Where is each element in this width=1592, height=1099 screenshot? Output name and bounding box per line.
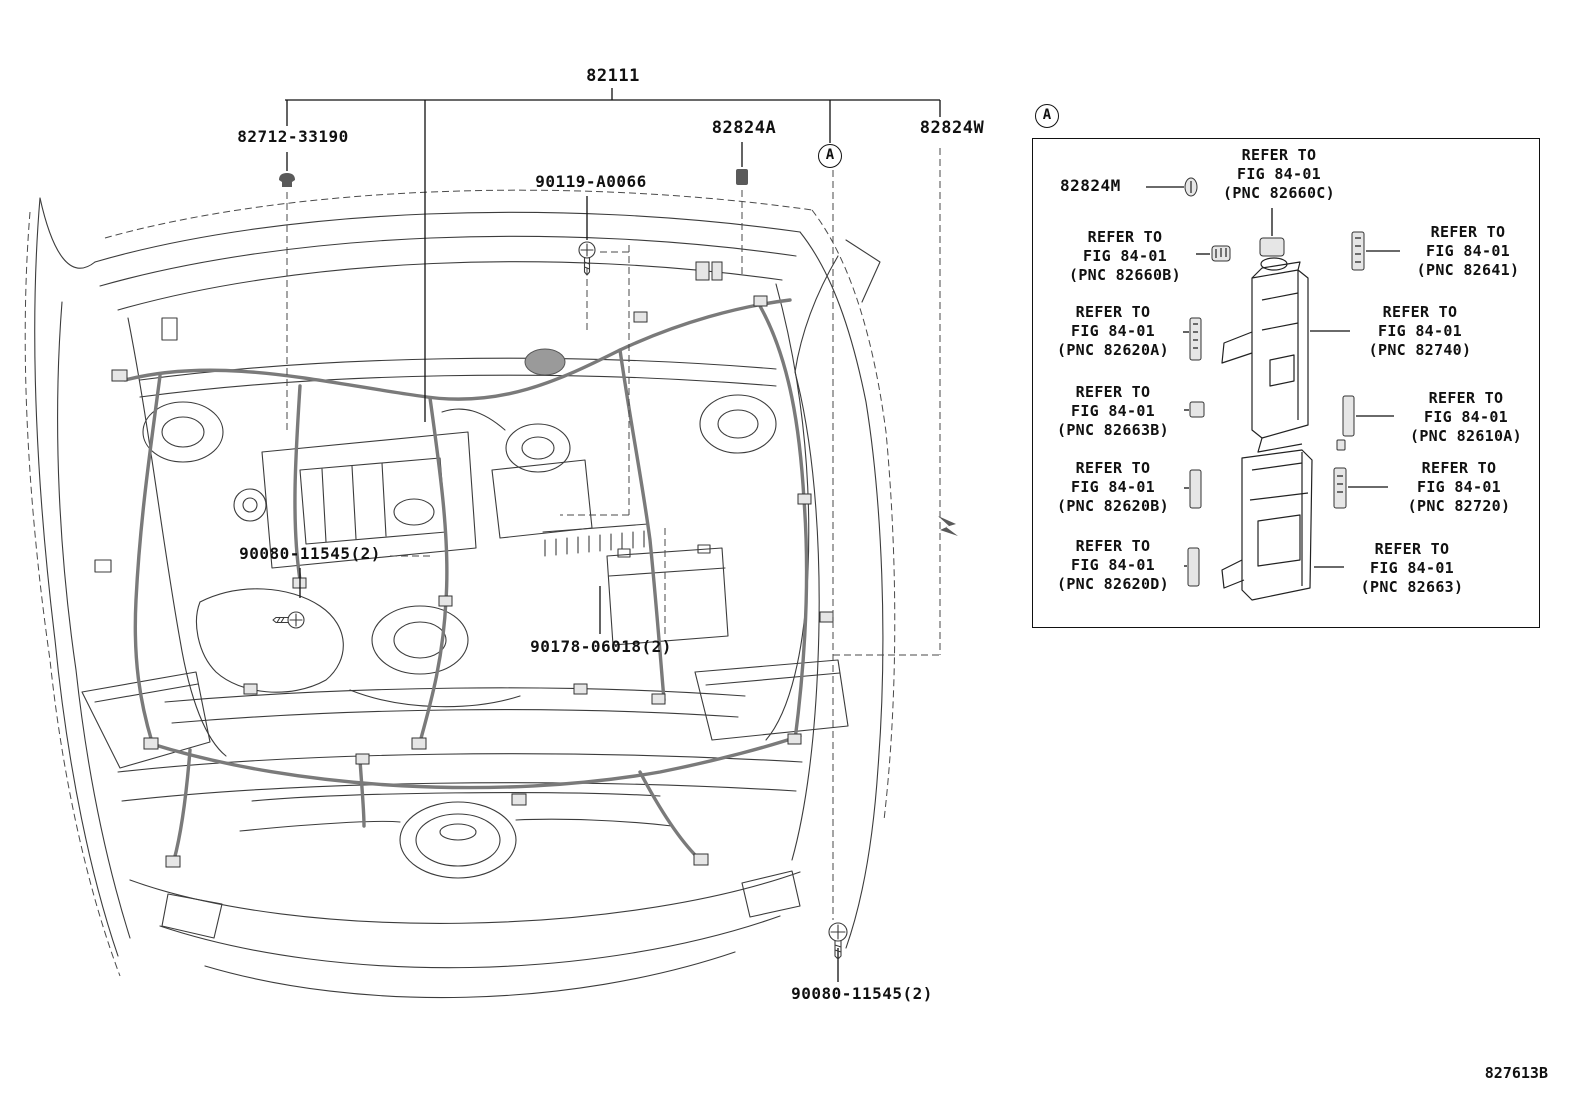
refer-line: (PNC 82720) <box>1407 497 1511 515</box>
car-body-outline <box>24 189 896 977</box>
detail-junction-block-art <box>1221 257 1313 601</box>
refer-line: FIG 84-01 <box>1417 478 1501 496</box>
refer-line: FIG 84-01 <box>1071 322 1155 340</box>
refer-line: FIG 84-01 <box>1370 559 1454 577</box>
detail-leader-lines <box>1146 186 1400 568</box>
refer-note-pnc-82641[interactable]: REFER TO FIG 84-01 (PNC 82641) <box>1402 223 1534 280</box>
refer-line: REFER TO <box>1241 146 1317 164</box>
detail-panel-box <box>1032 138 1540 628</box>
part-label-82111[interactable]: 82111 <box>586 66 640 86</box>
refer-line: FIG 84-01 <box>1071 478 1155 496</box>
refer-line: (PNC 82740) <box>1368 341 1472 359</box>
strut-towers <box>94 317 777 573</box>
refer-line: FIG 84-01 <box>1083 247 1167 265</box>
refer-line: (PNC 82641) <box>1416 261 1520 279</box>
refer-line: REFER TO <box>1428 389 1504 407</box>
refer-note-pnc-82610a[interactable]: REFER TO FIG 84-01 (PNC 82610A) <box>1396 389 1536 446</box>
refer-line: REFER TO <box>1374 540 1450 558</box>
clip-icon <box>938 516 958 536</box>
refer-line: FIG 84-01 <box>1237 165 1321 183</box>
refer-note-pnc-82663b[interactable]: REFER TO FIG 84-01 (PNC 82663B) <box>1044 383 1182 440</box>
wiring-harness-art <box>123 298 809 862</box>
refer-line: FIG 84-01 <box>1071 556 1155 574</box>
refer-line: FIG 84-01 <box>1426 242 1510 260</box>
refer-note-pnc-82660b[interactable]: REFER TO FIG 84-01 (PNC 82660B) <box>1056 228 1194 285</box>
refer-note-pnc-82620b[interactable]: REFER TO FIG 84-01 (PNC 82620B) <box>1044 459 1182 516</box>
refer-line: (PNC 82660B) <box>1069 266 1181 284</box>
front-end-art <box>81 659 849 999</box>
screw-icon-90119 <box>578 241 596 276</box>
refer-note-pnc-82660c[interactable]: REFER TO FIG 84-01 (PNC 82660C) <box>1203 146 1355 203</box>
part-label-82824w[interactable]: 82824W <box>919 118 985 138</box>
refer-line: (PNC 82620D) <box>1057 575 1169 593</box>
refer-line: REFER TO <box>1075 383 1151 401</box>
part-label-90080-11545-bottom[interactable]: 90080-11545(2) <box>791 984 933 1003</box>
refer-line: (PNC 82620A) <box>1057 341 1169 359</box>
part-label-82712-33190[interactable]: 82712-33190 <box>237 127 349 146</box>
refer-line: (PNC 82610A) <box>1410 427 1522 445</box>
bolt-icon-90080-bottom <box>828 922 848 960</box>
refer-line: FIG 84-01 <box>1071 402 1155 420</box>
refer-line: REFER TO <box>1075 459 1151 477</box>
refer-note-pnc-82663[interactable]: REFER TO FIG 84-01 (PNC 82663) <box>1346 540 1478 597</box>
callout-leader-lines <box>285 88 941 982</box>
part-label-82824a[interactable]: 82824A <box>711 118 777 138</box>
detail-marker-a-panel: A <box>1035 104 1059 128</box>
refer-line: (PNC 82620B) <box>1057 497 1169 515</box>
refer-note-pnc-82740[interactable]: REFER TO FIG 84-01 (PNC 82740) <box>1352 303 1488 360</box>
grommet-icon <box>279 173 295 187</box>
refer-line: (PNC 82660C) <box>1223 184 1335 202</box>
refer-line: (PNC 82663B) <box>1057 421 1169 439</box>
refer-note-pnc-82620d[interactable]: REFER TO FIG 84-01 (PNC 82620D) <box>1044 537 1182 594</box>
refer-line: (PNC 82663) <box>1360 578 1464 596</box>
figure-code: 827613B <box>1484 1064 1548 1082</box>
bolt-icon-90080-mid <box>272 611 305 629</box>
detail-connector-icons <box>1184 177 1365 587</box>
refer-line: FIG 84-01 <box>1378 322 1462 340</box>
part-label-90119-a0066[interactable]: 90119-A0066 <box>535 172 647 191</box>
refer-line: REFER TO <box>1087 228 1163 246</box>
part-label-82824m[interactable]: 82824M <box>1060 176 1121 195</box>
part-label-90080-11545-mid[interactable]: 90080-11545(2) <box>239 544 381 563</box>
refer-line: REFER TO <box>1075 537 1151 555</box>
refer-note-pnc-82720[interactable]: REFER TO FIG 84-01 (PNC 82720) <box>1392 459 1526 516</box>
part-label-90178-06018[interactable]: 90178-06018(2) <box>530 637 672 656</box>
refer-line: REFER TO <box>1075 303 1151 321</box>
refer-line: REFER TO <box>1382 303 1458 321</box>
refer-line: REFER TO <box>1421 459 1497 477</box>
connector-icon-82824a <box>736 169 748 185</box>
engine-block-art <box>196 408 729 708</box>
harness-connectors <box>111 261 834 868</box>
refer-line: REFER TO <box>1430 223 1506 241</box>
refer-note-pnc-82620a[interactable]: REFER TO FIG 84-01 (PNC 82620A) <box>1044 303 1182 360</box>
refer-line: FIG 84-01 <box>1424 408 1508 426</box>
detail-marker-a-main[interactable]: A <box>818 144 842 168</box>
